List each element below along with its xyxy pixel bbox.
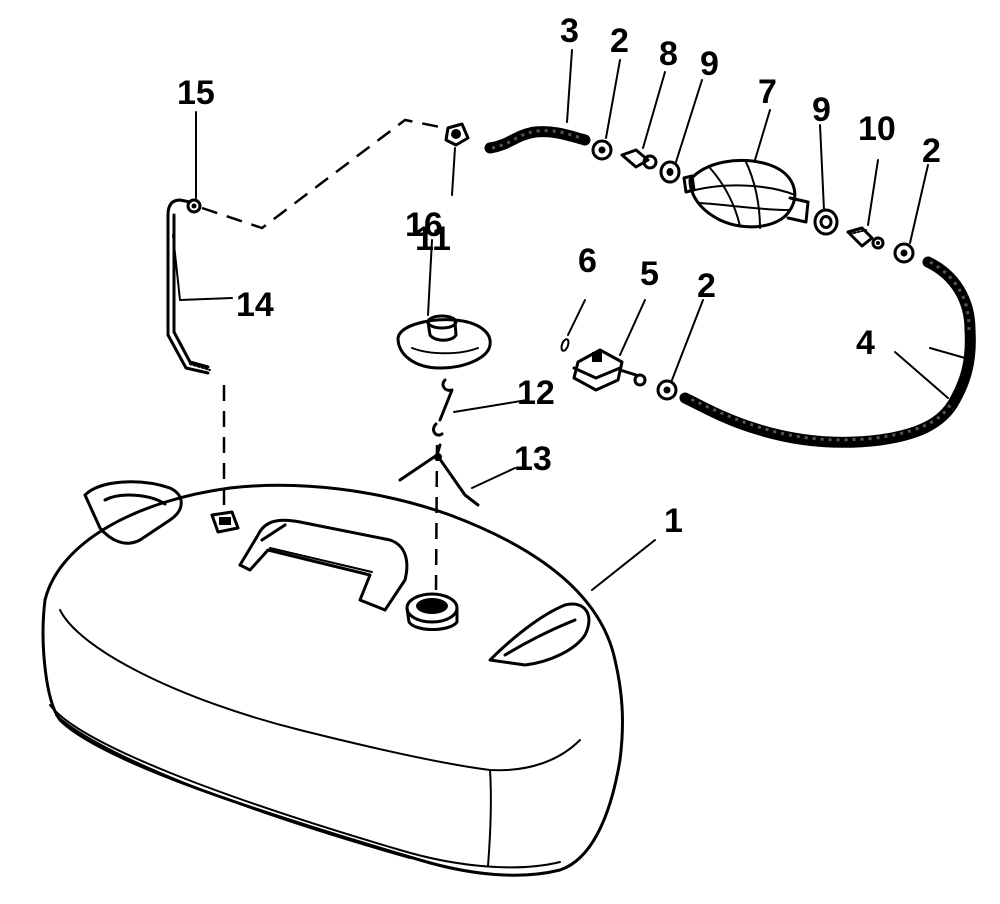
callout-5: 5 <box>640 255 659 293</box>
tank-fitting-boss <box>210 510 240 534</box>
fitting-ring-a <box>659 160 681 184</box>
check-valve-fitting <box>620 148 658 170</box>
callout-2-mid: 2 <box>697 267 716 305</box>
callout-16: 16 <box>405 206 443 244</box>
fuel-tank <box>41 483 624 877</box>
pickup-tube <box>166 213 211 375</box>
hose-long <box>679 256 976 448</box>
connector-nut <box>444 122 470 147</box>
callout-14: 14 <box>236 286 274 324</box>
callout-13: 13 <box>514 440 552 478</box>
hose-clamp-nut-c <box>656 379 678 401</box>
cap-chain-clip <box>432 378 454 437</box>
check-valve <box>846 226 885 250</box>
assembly-guide-lines <box>201 118 446 591</box>
callout-6: 6 <box>578 242 597 280</box>
callout-2-top: 2 <box>610 22 629 60</box>
callout-3: 3 <box>560 12 579 50</box>
elbow-fitting <box>166 198 202 217</box>
callout-labels: 15 14 16 11 12 13 1 3 2 8 9 7 9 10 2 6 5… <box>177 12 941 540</box>
callout-9-right: 9 <box>812 91 831 129</box>
hose-short <box>484 126 591 154</box>
callout-10: 10 <box>858 110 896 148</box>
tank-left-grip <box>83 480 183 545</box>
callout-7: 7 <box>758 73 777 111</box>
callout-2-right: 2 <box>922 132 941 170</box>
callout-9-left: 9 <box>700 45 719 83</box>
fitting-ring-b <box>813 208 839 236</box>
hose-clamp-nut-a <box>591 139 613 161</box>
leader-lines <box>172 49 966 591</box>
tank-fill-neck <box>405 592 459 631</box>
tank-handle <box>238 518 409 612</box>
callout-1: 1 <box>664 502 683 540</box>
tank-right-grip <box>488 602 591 667</box>
cap-retainer-spring <box>398 443 480 507</box>
callout-8: 8 <box>659 35 678 73</box>
callout-4: 4 <box>856 324 875 362</box>
callout-11: 11 <box>415 220 451 258</box>
callout-12: 12 <box>517 374 555 412</box>
callout-15: 15 <box>177 74 215 112</box>
fill-cap <box>396 314 492 370</box>
fuel-connector <box>572 348 647 392</box>
hose-clamp-nut-b <box>893 242 915 264</box>
o-ring <box>560 338 570 352</box>
primer-bulb <box>682 158 810 229</box>
